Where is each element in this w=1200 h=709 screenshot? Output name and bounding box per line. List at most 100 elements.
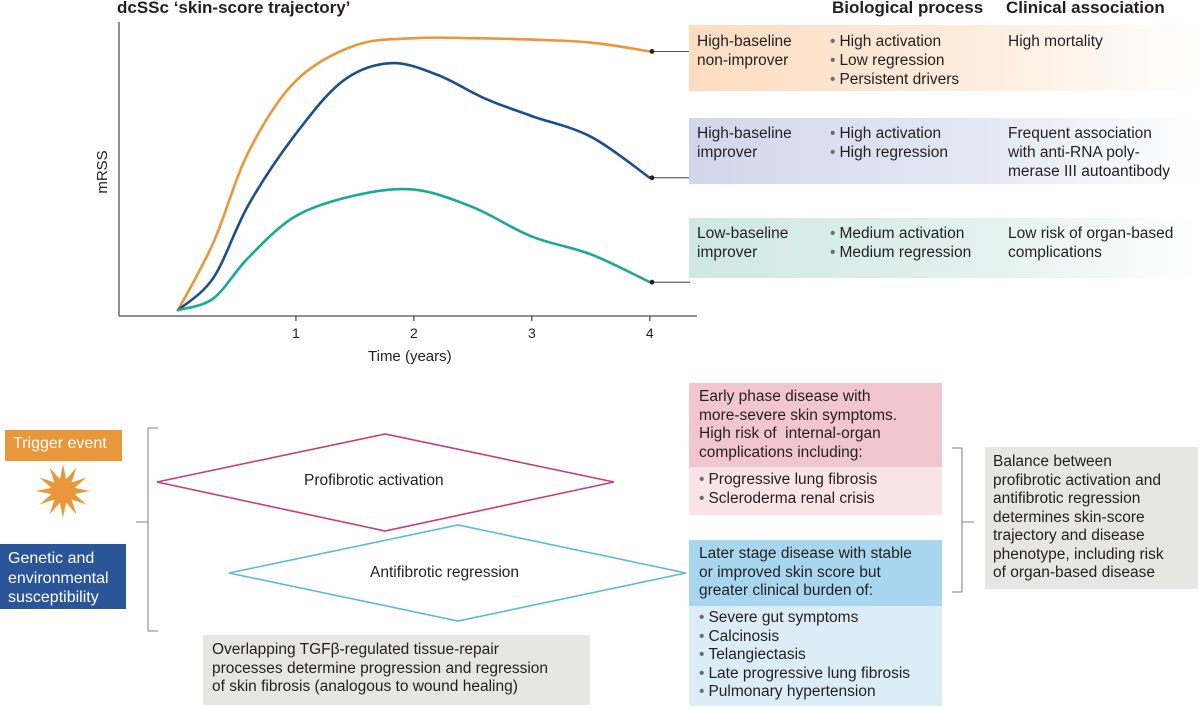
biological-process-header: Biological process [832, 0, 984, 17]
bullet-icon: • [830, 244, 836, 261]
x-tick-label-0: 1 [292, 325, 300, 341]
susceptibility-line: susceptibility [8, 589, 99, 606]
trajectory-label: Low-baseline improver [697, 224, 788, 262]
later-line: Later stage disease with stable [699, 545, 912, 562]
trajectory-label: High-baseline improver [697, 124, 792, 162]
process-list: •High activation •Low regression •Persis… [830, 32, 959, 89]
balance-line: antifibrotic regression [993, 490, 1141, 507]
process-list: •Medium activation •Medium regression [830, 224, 971, 262]
series-line-2 [176, 187, 652, 312]
later-item: •Pulmonary hypertension [699, 683, 876, 700]
balance-line: of organ-based disease [993, 564, 1156, 581]
y-axis-label: mRSS [94, 150, 111, 193]
process-item: •High regression [830, 144, 948, 161]
starburst-icon [36, 464, 90, 518]
balance-box: Balance between profibrotic activation a… [985, 447, 1198, 589]
note-line: processes determine progression and regr… [212, 659, 549, 677]
early-line: Early phase disease with [699, 388, 871, 405]
series-line-1 [176, 61, 652, 312]
connector-dot-2 [649, 279, 655, 285]
clinical-line: High mortality [1008, 33, 1103, 50]
balance-line: trajectory and disease [993, 527, 1145, 544]
early-phase-list: •Progressive lung fibrosis •Scleroderma … [689, 467, 942, 515]
process-list: •High activation •High regression [830, 124, 948, 162]
left-bracket [147, 427, 158, 632]
label-line: Low-baseline [697, 225, 789, 242]
label-line: improver [697, 144, 758, 161]
bullet-icon: • [699, 683, 705, 700]
bullet-icon: • [699, 627, 705, 645]
trigger-event-tag: Trigger event [5, 430, 122, 461]
antifibrotic-label: Antifibrotic regression [370, 564, 520, 581]
process-item: •High activation [830, 33, 942, 50]
balance-line: determines skin-score [993, 508, 1145, 526]
later-item: •Calcinosis [699, 627, 780, 645]
clinical-text: Frequent association with anti-RNA poly-… [1008, 124, 1170, 181]
early-line: High risk of internal-organ [699, 425, 881, 442]
antifibrotic-diamond [228, 524, 687, 622]
bullet-icon: • [830, 71, 836, 88]
note-line: Overlapping TGFβ-regulated tissue-repair [212, 641, 499, 658]
later-stage-list: •Severe gut symptoms •Calcinosis •Telang… [689, 606, 942, 706]
bullet-icon: • [699, 646, 705, 663]
profibrotic-diamond [156, 433, 615, 532]
early-phase-box: Early phase disease with more-severe ski… [689, 383, 942, 467]
bullet-icon: • [830, 125, 836, 142]
x-tick-label-2: 3 [528, 325, 536, 341]
trajectory-label: High-baseline non-improver [697, 32, 792, 70]
bullet-icon: • [699, 664, 705, 682]
x-axis-label: Time (years) [368, 348, 452, 365]
x-tick-label-3: 4 [646, 325, 654, 341]
overlap-note: Overlapping TGFβ-regulated tissue-repair… [203, 635, 590, 705]
clinical-text: Low risk of organ-based complications [1008, 224, 1173, 262]
right-bracket [952, 447, 963, 593]
x-tick-label-1: 2 [410, 325, 418, 341]
bullet-icon: • [830, 144, 836, 161]
row-high-baseline-improver: High-baseline improver •High activation … [689, 118, 1200, 184]
early-line: complications including: [699, 443, 863, 461]
label-line: High-baseline [697, 33, 792, 50]
row-low-baseline-improver: Low-baseline improver •Medium activation… [689, 218, 1200, 278]
bullet-icon: • [699, 489, 705, 507]
early-line: more-severe skin symptoms. [699, 406, 898, 424]
connector-dot-0 [649, 49, 655, 54]
series-line-0 [176, 36, 652, 312]
row-high-baseline-non-improver: High-baseline non-improver •High activat… [689, 25, 1200, 91]
mechanism-diagram [36, 427, 974, 632]
process-item: •Medium regression [830, 244, 972, 261]
clinical-line: merase III autoantibody [1008, 163, 1170, 180]
label-line: non-improver [697, 52, 789, 69]
note-line: of skin fibrosis (analogous to wound hea… [212, 678, 518, 695]
clinical-line: Frequent association [1008, 125, 1152, 142]
later-item: •Severe gut symptoms [699, 609, 859, 626]
susceptibility-line: environmental [8, 569, 109, 587]
bullet-icon: • [830, 33, 836, 50]
clinical-line: with anti-RNA poly- [1008, 144, 1140, 161]
later-item: •Telangiectasis [699, 646, 806, 663]
susceptibility-line: Genetic and [8, 550, 95, 567]
clinical-line: Low risk of organ-based [1008, 225, 1174, 242]
process-item: •Persistent drivers [830, 71, 960, 88]
later-line: greater clinical burden of: [699, 582, 874, 599]
label-line: improver [697, 244, 758, 261]
balance-line: phenotype, including risk [993, 545, 1164, 563]
bullet-icon: • [830, 52, 836, 69]
bullet-icon: • [699, 609, 705, 626]
trajectory-chart: 1 2 3 4 Time (years) mRSS [94, 22, 697, 365]
later-item: •Late progressive lung fibrosis [699, 664, 911, 682]
later-line: or improved skin score but [699, 563, 881, 581]
bullet-icon: • [830, 225, 836, 242]
later-stage-box: Later stage disease with stable or impro… [689, 540, 942, 606]
clinical-text: High mortality [1008, 32, 1103, 51]
connector-dot-1 [649, 175, 655, 181]
chart-title: dcSSc ‘skin-score trajectory’ [117, 0, 351, 17]
row-background [689, 118, 1200, 184]
profibrotic-label: Profibrotic activation [304, 472, 444, 489]
process-item: •Low regression [830, 52, 945, 69]
process-item: •Medium activation [830, 225, 965, 242]
label-line: High-baseline [697, 125, 792, 142]
clinical-line: complications [1008, 244, 1102, 261]
row-background [689, 25, 1200, 91]
clinical-association-header: Clinical association [1006, 0, 1165, 17]
susceptibility-tag: Genetic and environmental susceptibility [0, 544, 126, 609]
